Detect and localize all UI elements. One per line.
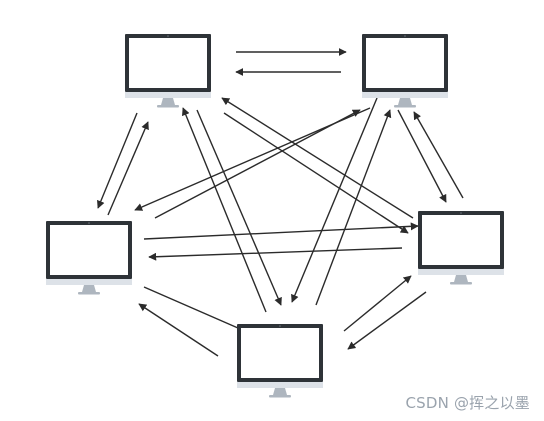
arrow-left-to-top-right (154, 109, 361, 219)
monitor-icon (46, 221, 132, 295)
arrow-bottom-to-right (343, 275, 412, 332)
arrow-left-to-right (143, 222, 419, 240)
node-bottom (237, 324, 323, 398)
arrow-bottom-to-top-left (182, 107, 267, 313)
watermark: CSDN @挥之以墨 (405, 394, 530, 412)
monitor-icon (418, 211, 504, 285)
arrow-top-right-to-right (397, 109, 447, 203)
arrow-bottom-to-left (138, 303, 219, 357)
arrow-right-to-left (148, 247, 403, 261)
arrow-bottom-to-top-right (315, 109, 392, 306)
arrow-left-to-bottom (143, 286, 255, 336)
monitor-icon (125, 34, 211, 108)
arrow-left-to-top-left (107, 121, 149, 216)
monitor-icon (362, 34, 448, 108)
monitor-icon (237, 324, 323, 398)
node-top-left (125, 34, 211, 108)
arrow-top-left-to-left (97, 112, 138, 209)
arrow-top-left-to-right (223, 112, 409, 234)
arrow-top-right-to-bottom (291, 97, 378, 303)
node-left (46, 221, 132, 295)
node-top-right (362, 34, 448, 108)
nodes-layer (46, 34, 504, 398)
arrow-right-to-top-left (221, 97, 414, 219)
arrow-right-to-top-right (413, 111, 464, 199)
edges-layer (97, 48, 464, 357)
arrow-right-to-bottom (347, 291, 427, 350)
arrow-top-left-to-bottom (196, 109, 282, 306)
node-right (418, 211, 504, 285)
